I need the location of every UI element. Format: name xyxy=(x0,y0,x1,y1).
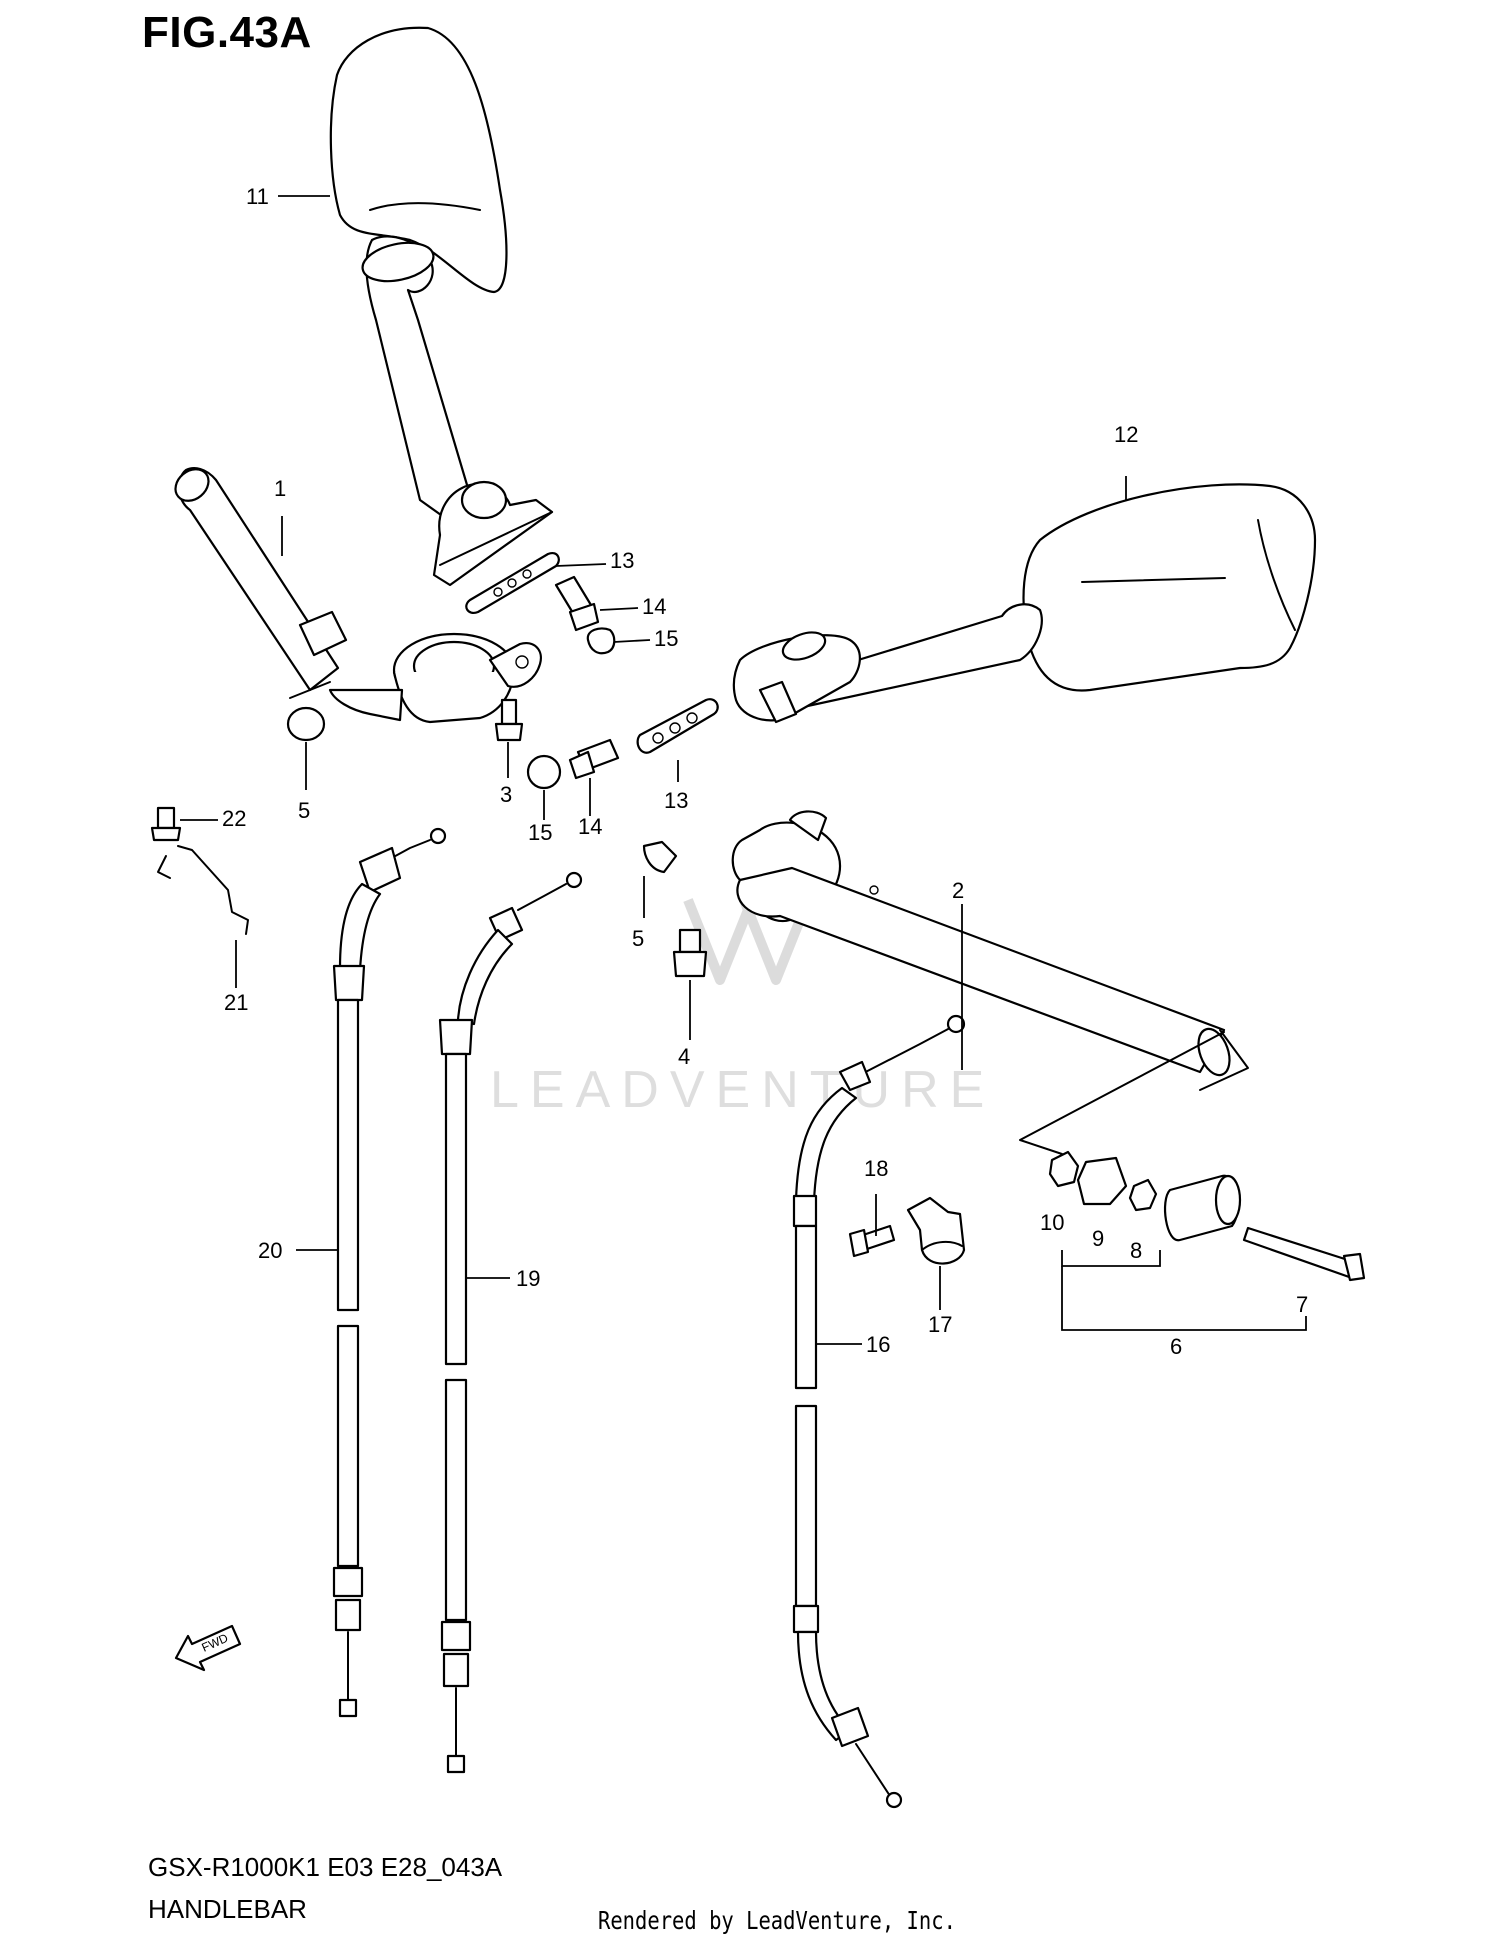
callout-22: 22 xyxy=(222,806,247,831)
callout-9: 9 xyxy=(1092,1226,1105,1251)
part-8-nut xyxy=(1128,1178,1158,1212)
part-9-bush xyxy=(1076,1156,1128,1206)
watermark-logo xyxy=(683,898,813,985)
part-21-cable-guide xyxy=(157,845,249,935)
part-5-cap-left xyxy=(286,706,326,742)
part-13-mirror-plate-lower xyxy=(636,698,719,754)
fwd-arrow xyxy=(174,1624,242,1672)
callout-11: 11 xyxy=(246,184,269,209)
part-7-screw xyxy=(1242,1226,1366,1282)
watermark-text: LEADVENTURE xyxy=(490,1061,996,1119)
figure-title: FIG.43A xyxy=(142,8,312,57)
callout-2: 2 xyxy=(952,878,965,903)
callout-3: 3 xyxy=(500,782,513,807)
bar-end-bracket xyxy=(1061,1250,1307,1331)
part-17-cable-clamp xyxy=(906,1196,966,1265)
callout-15-upper: 15 xyxy=(654,626,679,651)
callout-7: 7 xyxy=(1296,1292,1309,1317)
callout-21: 21 xyxy=(224,990,249,1015)
part-4-bolt xyxy=(672,928,708,978)
part-16-clutch-cable xyxy=(792,1014,966,1809)
section-name: HANDLEBAR xyxy=(148,1894,307,1924)
part-5-cap-right xyxy=(642,840,678,874)
callout-10: 10 xyxy=(1040,1210,1065,1235)
callout-15-lower: 15 xyxy=(528,820,553,845)
callout-1: 1 xyxy=(274,476,287,501)
part-14-mirror-bolt-lower xyxy=(568,738,620,780)
credit-line: Rendered by LeadVenture, Inc. xyxy=(598,1906,956,1935)
callout-5-right: 5 xyxy=(632,926,645,951)
callout-14-lower: 14 xyxy=(578,814,603,839)
part-15-cap-lower xyxy=(526,754,562,790)
model-code: GSX-R1000K1 E03 E28_043A xyxy=(148,1852,503,1882)
callout-13-lower: 13 xyxy=(664,788,689,813)
leader-lines xyxy=(180,195,1127,1345)
part-6-bar-end-weight xyxy=(1163,1174,1242,1242)
callout-19: 19 xyxy=(516,1266,541,1291)
part-19-cable xyxy=(438,871,583,1774)
part-18-bolt xyxy=(848,1224,896,1258)
callout-17: 17 xyxy=(928,1312,953,1337)
callout-20: 20 xyxy=(258,1238,283,1263)
callout-4: 4 xyxy=(678,1044,691,1069)
callout-13-upper: 13 xyxy=(610,548,635,573)
callout-6: 6 xyxy=(1170,1334,1183,1359)
callout-12: 12 xyxy=(1114,422,1139,447)
part-1-left-handlebar xyxy=(174,467,542,724)
part-10-nut xyxy=(1048,1150,1080,1188)
part-15-cap-upper xyxy=(586,627,616,655)
part-3-bolt xyxy=(494,698,524,742)
callout-18: 18 xyxy=(864,1156,889,1181)
callout-14-upper: 14 xyxy=(642,594,667,619)
part-20-throttle-cable xyxy=(332,827,447,1718)
part-2-right-handlebar xyxy=(731,810,1249,1155)
part-22-bolt xyxy=(150,806,182,842)
callout-8: 8 xyxy=(1130,1238,1143,1263)
part-11-left-mirror xyxy=(329,26,554,587)
part-14-mirror-bolt-upper xyxy=(554,575,600,632)
callout-16: 16 xyxy=(866,1332,891,1357)
callout-5-left: 5 xyxy=(298,798,311,823)
part-12-right-mirror xyxy=(732,483,1317,724)
